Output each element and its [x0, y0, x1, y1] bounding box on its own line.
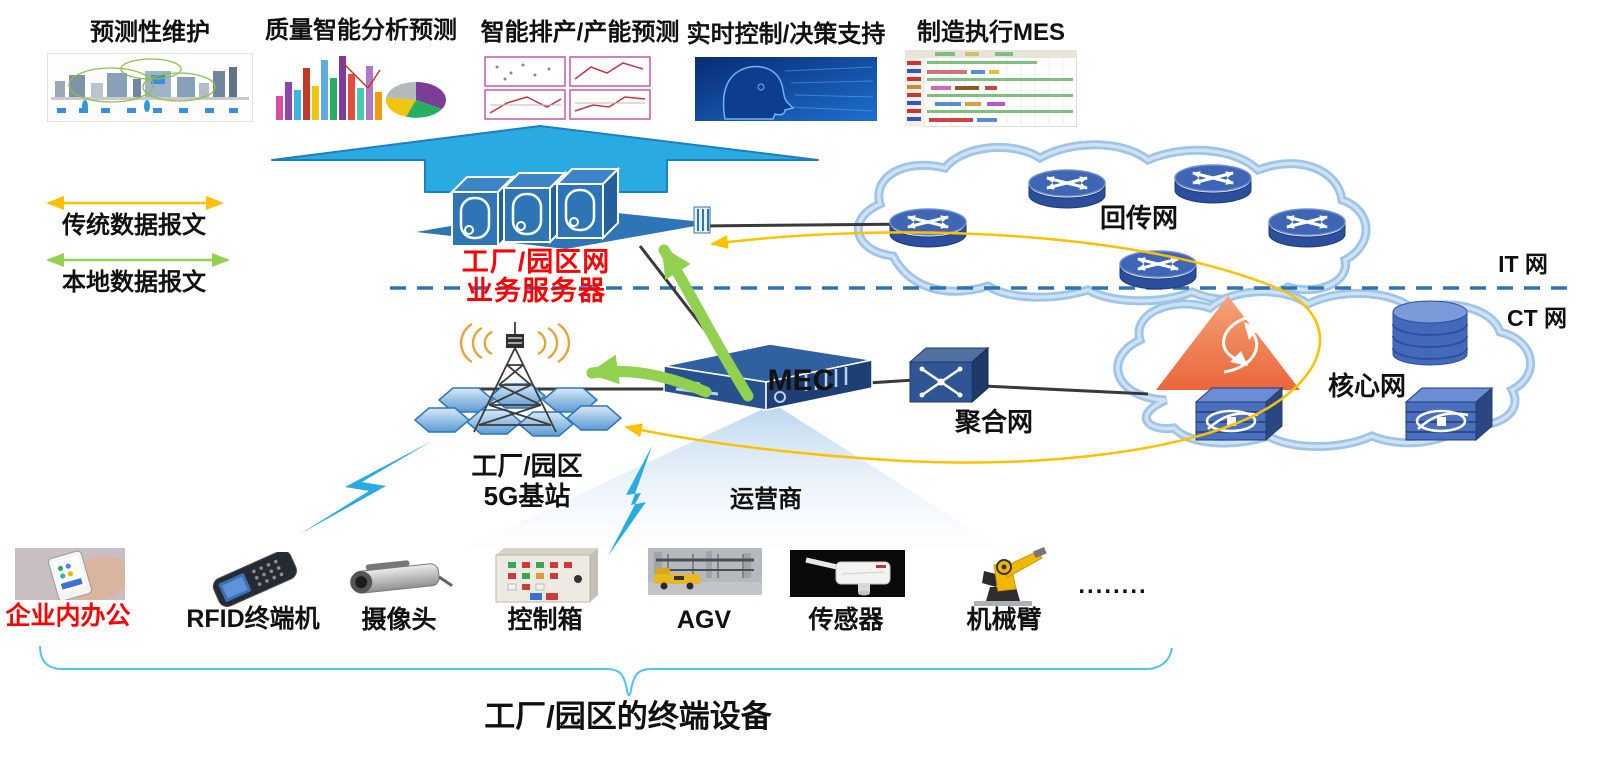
base-station-label-line1: 工厂/园区 [471, 451, 583, 481]
app-label-mes: 制造执行MES [916, 19, 1066, 46]
agv-image [648, 548, 762, 595]
aggregation-network-label: 聚合网 [954, 407, 1034, 437]
office-phone-image [15, 548, 125, 600]
base-station [413, 322, 623, 437]
device-label-office: 企业内办公 [5, 602, 131, 630]
core-network-label: 核心网 [1327, 371, 1407, 401]
quality-analysis-image [272, 48, 450, 127]
device-label-sensor: 传感器 [808, 606, 884, 634]
sensor-image [790, 550, 905, 597]
device-label-camera: 摄像头 [361, 606, 437, 634]
camera-image [345, 553, 457, 603]
core-gateway-right [1404, 386, 1494, 442]
scheduling-forecast-image [483, 55, 652, 121]
rfid-terminal-image [195, 552, 313, 607]
device-label-rfid: RFID终端机 [186, 605, 320, 633]
operator-label: 运营商 [730, 486, 802, 513]
factory-server-stack [416, 166, 712, 249]
control-box-image [488, 547, 602, 609]
operator-zone-shape [446, 404, 1014, 556]
more-devices-ellipsis: ........ [1078, 572, 1148, 599]
device-label-agv: AGV [676, 606, 732, 634]
radio-waves-icon [459, 322, 571, 364]
aggregation-switch [908, 346, 990, 404]
app-label-realtime-control: 实时控制/决策支持 [686, 21, 886, 48]
realtime-control-image [695, 57, 877, 121]
mec-label: MEC [767, 364, 835, 397]
app-label-predictive-maintenance: 预测性维护 [90, 19, 210, 46]
local-data-arrow-to-basestation [586, 354, 712, 398]
server-label-line2: 业务服务器 [466, 276, 606, 306]
mes-gantt-image [905, 50, 1077, 127]
bottom-title: 工厂/园区的终端设备 [484, 699, 772, 734]
base-station-label-line2: 5G基站 [483, 481, 571, 511]
ct-network-label: CT 网 [1506, 305, 1568, 331]
predictive-maintenance-image [47, 53, 253, 122]
core-firewall-icon [1156, 296, 1300, 390]
it-network-label: IT 网 [1498, 251, 1548, 277]
devices-brace [39, 645, 1173, 697]
core-database-icon [1392, 300, 1468, 366]
app-label-scheduling-forecast: 智能排产/产能预测 [480, 19, 680, 46]
backhaul-network-label: 回传网 [1099, 203, 1179, 233]
device-label-robot-arm: 机械臂 [966, 606, 1042, 634]
local-data-arrow-to-server [658, 244, 754, 402]
coverage-hexagons [413, 383, 623, 437]
server-label-line1: 工厂/园区网 [461, 247, 611, 277]
traditional-data-path [624, 231, 1322, 464]
robot-arm-image [960, 545, 1048, 608]
device-label-control-box: 控制箱 [507, 606, 583, 634]
lightning-bolt-left [300, 441, 432, 534]
legend-local-label: 本地数据报文 [62, 269, 206, 296]
legend-traditional-label: 传统数据报文 [62, 212, 206, 239]
lightning-bolt-right [608, 446, 652, 556]
app-label-quality-analysis: 质量智能分析预测 [265, 17, 457, 44]
